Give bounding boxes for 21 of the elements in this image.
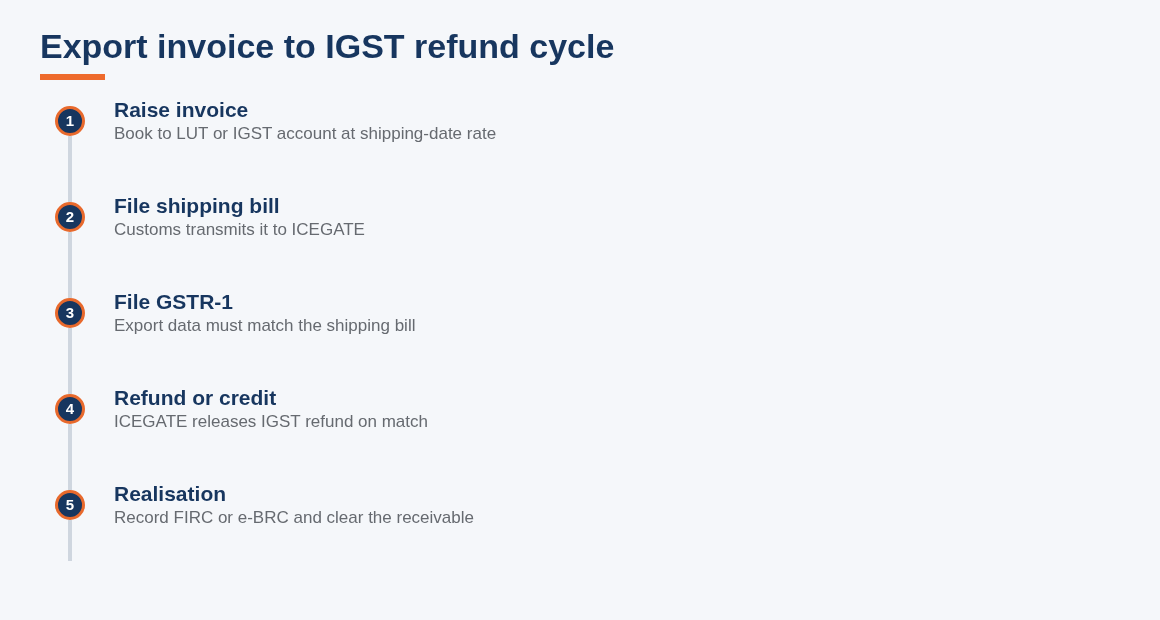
timeline-line [68, 520, 72, 561]
timeline-line [68, 136, 72, 202]
step-description: Customs transmits it to ICEGATE [114, 220, 365, 240]
step-title: File GSTR-1 [114, 290, 234, 314]
step-title: Realisation [114, 482, 227, 506]
step-number: 4 [55, 394, 85, 424]
step-description: Record FIRC or e-BRC and clear the receivable [114, 508, 474, 528]
step-title: Raise invoice [114, 98, 249, 122]
step-number: 3 [55, 298, 85, 328]
step-number: 2 [55, 202, 85, 232]
step-description: Book to LUT or IGST account at shipping-date rate [114, 124, 497, 144]
timeline-line [68, 328, 72, 394]
timeline-line [68, 232, 72, 298]
step-title: File shipping bill [114, 194, 280, 218]
timeline-line [68, 424, 72, 490]
step-description: ICEGATE releases IGST refund on match [114, 412, 428, 432]
page-title: Export invoice to IGST refund cycle [40, 26, 615, 66]
step-number: 1 [55, 106, 85, 136]
step-title: Refund or credit [114, 386, 277, 410]
step-description: Export data must match the shipping bill [114, 316, 416, 336]
step-number: 5 [55, 490, 85, 520]
